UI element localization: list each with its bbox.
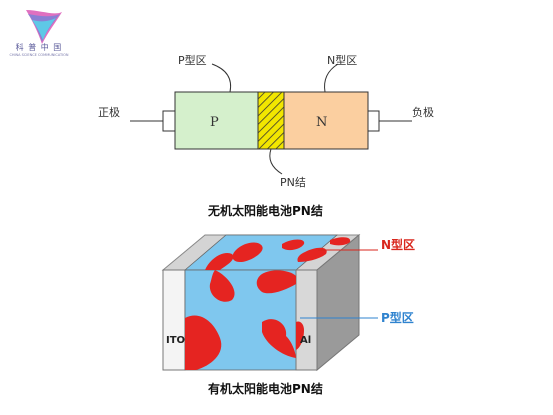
al-label: Al [300, 335, 311, 346]
n-type-domains [185, 237, 351, 370]
ito-layer [162, 269, 186, 371]
organic-junction: ITO Al N型区 P型区 [161, 233, 415, 372]
al-layer [295, 269, 318, 371]
n-region [283, 91, 369, 150]
logo-icon [26, 10, 62, 44]
p-region-label: P型区 [178, 53, 207, 67]
p-letter: P [210, 115, 219, 130]
logo-subtitle: CHINA SCIENCE COMMUNICATION [9, 53, 69, 57]
junction-label: PN结 [280, 176, 306, 189]
organic-p-region-label: P型区 [381, 310, 414, 325]
ito-label: ITO [166, 335, 185, 346]
organic-caption: 有机太阳能电池PN结 [208, 382, 323, 396]
n-region-label: N型区 [327, 53, 357, 67]
organic-n-region-label: N型区 [381, 237, 415, 252]
junction-region [257, 91, 285, 150]
left-electrode-label: 正极 [98, 105, 120, 119]
p-region-pointer [211, 63, 232, 93]
n-region-pointer [324, 63, 339, 93]
junction-pointer [269, 148, 283, 175]
right-electrode-label: 负极 [412, 105, 434, 119]
inorganic-junction: 正极 负极 P型区 N型区 P N PN结 [98, 53, 434, 189]
inorganic-caption: 无机太阳能电池PN结 [208, 204, 323, 218]
right-terminal [367, 110, 380, 132]
n-letter: N [316, 115, 327, 130]
logo-text: 科 普 中 国 [15, 43, 63, 52]
left-terminal [162, 110, 176, 132]
